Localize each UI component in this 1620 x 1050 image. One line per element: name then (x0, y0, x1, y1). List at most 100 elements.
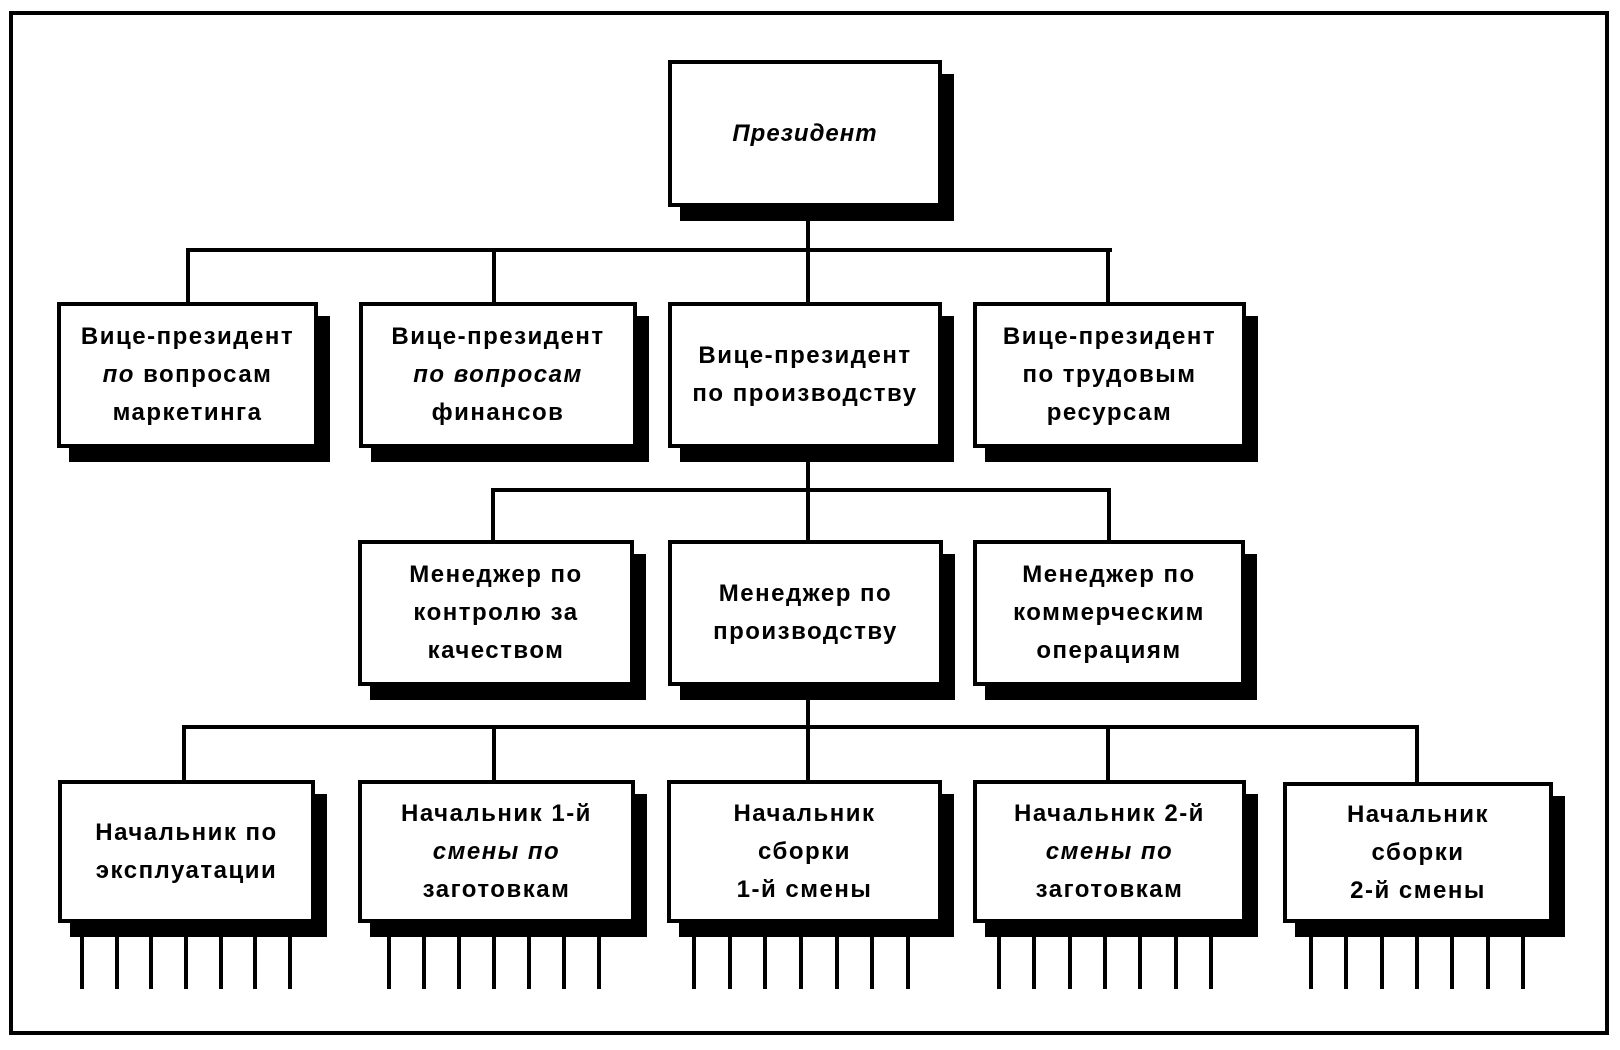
box-label-line: Начальник по (95, 818, 278, 846)
subordinate-line (422, 937, 426, 989)
box-label-line: сборки (758, 837, 851, 865)
connector-supervisor-2 (492, 725, 496, 783)
box-label-line: сборки (1371, 838, 1465, 866)
connector-manager-1 (491, 488, 495, 542)
manager-box: Менеджер по контролю за качеством (358, 540, 634, 686)
subordinate-line (870, 937, 874, 989)
box-label-line: коммерческим (1013, 599, 1205, 626)
box-label-line: операциям (1036, 637, 1182, 664)
connector-manager-bus (491, 488, 1111, 492)
subordinate-line (149, 937, 153, 989)
connector-manager-2 (806, 488, 810, 542)
supervisor-box: Начальник по эксплуатации (58, 780, 315, 923)
connector-m2-down (806, 684, 810, 728)
president-box: Президент (668, 60, 942, 207)
subordinate-line (527, 937, 531, 989)
supervisor-box: Начальник сборки 2-й смены (1283, 782, 1553, 923)
vp-box: Вице-президент по производству (668, 302, 942, 448)
supervisor-box: Начальник 2-й смены по заготовкам (973, 780, 1246, 923)
subordinate-line (728, 937, 732, 989)
subordinate-line (1380, 937, 1384, 989)
box-label-line: качеством (427, 637, 565, 664)
connector-supervisor-5 (1415, 725, 1419, 783)
box-label-line: Президент (732, 119, 878, 147)
connector-vp-4 (1106, 248, 1110, 304)
box-label-line: Начальник (1346, 800, 1490, 828)
connector-vp-2 (492, 248, 496, 304)
box-label-line: заготовкам (422, 875, 571, 903)
subordinate-line (288, 937, 292, 989)
connector-manager-3 (1107, 488, 1111, 542)
box-label-line: эксплуатации (95, 856, 278, 884)
subordinate-line (1209, 937, 1213, 989)
subordinate-line (1344, 937, 1348, 989)
subordinate-line (799, 937, 803, 989)
subordinate-line (253, 937, 257, 989)
box-label-line: Вице-президент (1002, 323, 1217, 350)
subordinate-line (80, 937, 84, 989)
box-label-line: 1-й смены (736, 875, 873, 903)
supervisor-box: Начальник 1-й смены по заготовкам (358, 780, 635, 923)
subordinate-line (997, 937, 1001, 989)
subordinate-line (1174, 937, 1178, 989)
connector-supervisor-bus (182, 725, 1419, 729)
box-label-line: Начальник 1-й (401, 799, 592, 827)
subordinate-line (597, 937, 601, 989)
box-label-line: 2-й смены (1350, 876, 1486, 904)
vp-box: Вице-президент по вопросам маркетинга (57, 302, 318, 448)
box-label-line: финансов (431, 399, 565, 426)
subordinate-line (1032, 937, 1036, 989)
subordinate-line (1068, 937, 1072, 989)
subordinate-line (1450, 937, 1454, 989)
box-label-line: маркетинга (112, 399, 263, 426)
subordinate-line (1309, 937, 1313, 989)
connector-president-down (806, 205, 810, 252)
subordinate-line (219, 937, 223, 989)
subordinate-line (1415, 937, 1419, 989)
connector-vp-1 (186, 248, 190, 304)
subordinate-line (763, 937, 767, 989)
box-label-line: Начальник 2-й (1014, 799, 1205, 827)
connector-supervisor-1 (182, 725, 186, 783)
subordinate-line (115, 937, 119, 989)
subordinate-line (184, 937, 188, 989)
box-label-line: Начальник (733, 799, 876, 827)
connector-supervisor-4 (1106, 725, 1110, 783)
box-label-line: заготовкам (1035, 875, 1184, 903)
box-label-line: смены по (1045, 837, 1174, 865)
subordinate-line (562, 937, 566, 989)
subordinate-line (1486, 937, 1490, 989)
box-label-line: смены по (432, 837, 561, 865)
diagram-frame (9, 11, 1609, 1035)
manager-box: Менеджер по коммерческим операциям (973, 540, 1245, 686)
subordinate-line (1138, 937, 1142, 989)
vp-box: Вице-президент по вопросам финансов (359, 302, 637, 448)
box-label-line: по трудовым (1022, 361, 1197, 388)
connector-supervisor-3 (806, 725, 810, 783)
box-label-line: Вице-президент (698, 342, 912, 369)
vp-box: Вице-президент по трудовым ресурсам (973, 302, 1246, 448)
subordinate-line (835, 937, 839, 989)
subordinate-line (1103, 937, 1107, 989)
connector-vp-3 (806, 248, 810, 304)
box-label-line: ресурсам (1046, 399, 1173, 426)
box-label-line: по вопросам (413, 361, 583, 388)
box-label-line: производству (713, 618, 898, 645)
subordinate-line (457, 937, 461, 989)
box-label-line: по вопросам (102, 361, 273, 388)
subordinate-line (492, 937, 496, 989)
connector-vp-bus (186, 248, 1112, 252)
subordinate-line (1521, 937, 1525, 989)
subordinate-line (692, 937, 696, 989)
box-label-line: Вице-президент (391, 323, 605, 350)
box-label-line: Менеджер по (409, 561, 583, 588)
box-label-line: Менеджер по (1022, 561, 1196, 588)
supervisor-box: Начальник сборки 1-й смены (667, 780, 942, 923)
box-label-line: Вице-президент (80, 323, 295, 350)
connector-vp3-down (806, 447, 810, 492)
subordinate-line (387, 937, 391, 989)
box-label-line: контролю за (413, 599, 579, 626)
box-label-line: по производству (692, 380, 918, 407)
subordinate-line (906, 937, 910, 989)
